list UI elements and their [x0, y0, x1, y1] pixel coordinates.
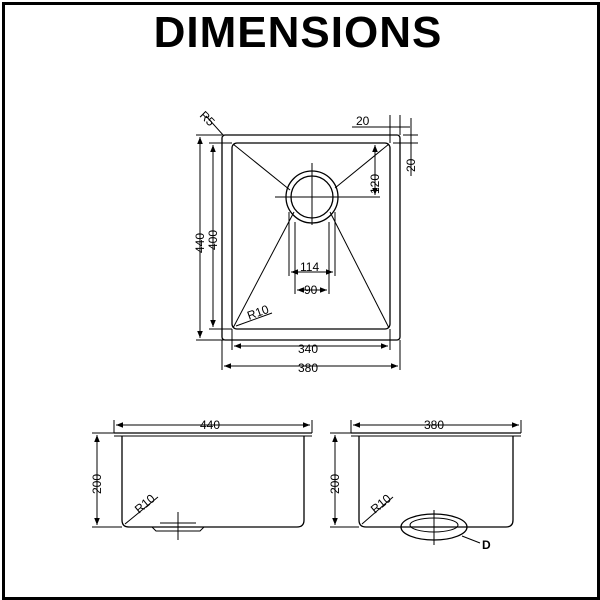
slope-line — [232, 143, 291, 191]
r10-label: R10 — [245, 302, 271, 323]
r5-leader — [205, 115, 225, 137]
sink-inner-bowl — [231, 142, 391, 330]
dim-20-top-label: 20 — [356, 114, 370, 128]
dim-114-label: 114 — [300, 260, 319, 274]
side-r10-label: R10 — [368, 491, 394, 516]
dim-90-label: 90 — [304, 283, 318, 297]
side-d-leader — [461, 535, 481, 544]
r10-leader — [235, 312, 273, 327]
dim-340-label: 340 — [298, 342, 318, 356]
front-dim-width-label: 440 — [200, 418, 220, 432]
page-title: DIMENSIONS — [153, 8, 443, 57]
dim-380-label: 380 — [298, 361, 318, 375]
top-view: 114 90 120 20 20 R5 440 400 — [193, 108, 418, 375]
slope-line — [232, 211, 295, 329]
sink-outer-rim — [221, 134, 401, 341]
side-d-label: D — [482, 538, 491, 552]
front-r10-label: R10 — [132, 491, 158, 516]
side-dim-height-label: 200 — [328, 474, 342, 494]
front-r10-leader — [124, 496, 159, 525]
slope-line — [329, 211, 390, 329]
front-dim-height-label: 200 — [90, 474, 104, 494]
dim-440-label: 440 — [193, 233, 207, 253]
side-r10-leader — [361, 496, 394, 525]
slope-line — [334, 143, 390, 189]
dim-400-label: 400 — [206, 230, 220, 250]
side-view: D 380 200 R10 — [328, 418, 522, 552]
dim-120-label: 120 — [368, 174, 382, 194]
front-bowl-profile — [121, 436, 305, 528]
front-view: 440 200 R10 — [90, 418, 313, 540]
side-dim-width-label: 380 — [424, 418, 444, 432]
dim-20-side-label: 20 — [404, 158, 418, 172]
side-bowl-profile — [358, 436, 514, 528]
